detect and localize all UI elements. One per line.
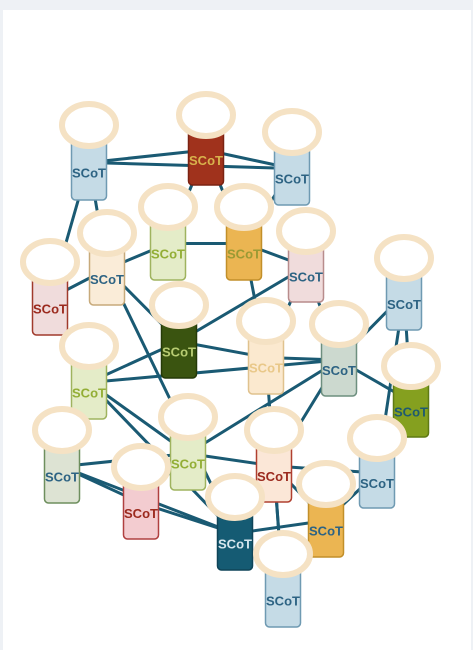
node-cap <box>111 443 171 491</box>
node-cap <box>32 406 92 454</box>
scot-node-10: SCoT <box>149 281 209 379</box>
scot-node-20: SCoT <box>205 473 265 571</box>
scot-node-16: SCoT <box>158 393 218 491</box>
node-cap <box>59 322 119 370</box>
node-label: SCoT <box>257 469 291 484</box>
node-cap <box>253 530 313 578</box>
node-cap <box>214 183 274 231</box>
scot-node-14: SCoT <box>381 342 441 438</box>
node-cap <box>138 183 198 231</box>
scot-node-2: SCoT <box>176 91 236 186</box>
node-cap <box>149 281 209 329</box>
node-cap <box>236 297 296 345</box>
node-label: SCoT <box>275 171 309 186</box>
scot-node-13: SCoT <box>309 300 369 397</box>
edge-n13-n16 <box>186 358 341 455</box>
node-cap <box>374 234 434 282</box>
node-cap <box>176 91 236 139</box>
scot-node-7: SCoT <box>276 207 336 303</box>
node-label: SCoT <box>322 363 356 378</box>
scot-node-6: SCoT <box>77 209 137 306</box>
node-cap <box>244 406 304 454</box>
node-label: SCoT <box>394 404 428 419</box>
scot-node-22: SCoT <box>253 530 313 628</box>
scot-node-5: SCoT <box>214 183 274 281</box>
node-label: SCoT <box>289 269 323 284</box>
node-cap <box>381 342 441 390</box>
node-label: SCoT <box>162 344 196 359</box>
node-cap <box>158 393 218 441</box>
node-label: SCoT <box>45 469 79 484</box>
node-label: SCoT <box>151 246 185 261</box>
node-cap <box>262 108 322 156</box>
scot-node-8: SCoT <box>20 238 80 336</box>
node-label: SCoT <box>387 297 421 312</box>
node-label: SCoT <box>124 506 158 521</box>
node-label: SCoT <box>360 476 394 491</box>
node-cap <box>59 101 119 149</box>
node-label: SCoT <box>249 360 283 375</box>
node-label: SCoT <box>171 456 205 471</box>
scot-node-1: SCoT <box>59 101 119 201</box>
scot-node-17: SCoT <box>244 406 304 503</box>
scot-node-11: SCoT <box>236 297 296 395</box>
node-label: SCoT <box>72 165 106 180</box>
scot-node-9: SCoT <box>374 234 434 331</box>
scot-node-3: SCoT <box>262 108 322 206</box>
node-label: SCoT <box>90 272 124 287</box>
scot-node-15: SCoT <box>32 406 92 504</box>
node-label: SCoT <box>189 153 223 168</box>
node-layer: SCoT SCoT SCoT SCoT SCoT SCoT SCoT SCoT SCoT SCoT… <box>20 91 441 628</box>
node-label: SCoT <box>227 246 261 261</box>
node-cap <box>296 460 356 508</box>
edge-n7-n10 <box>177 265 308 343</box>
node-cap <box>205 473 265 521</box>
node-cap <box>347 414 407 462</box>
edge-n12-n13 <box>87 358 341 384</box>
scot-node-12: SCoT <box>59 322 119 420</box>
scot-node-18: SCoT <box>347 414 407 509</box>
node-label: SCoT <box>72 385 106 400</box>
node-label: SCoT <box>309 523 343 538</box>
node-cap <box>20 238 80 286</box>
node-cap <box>276 207 336 255</box>
node-label: SCoT <box>33 301 67 316</box>
node-cap <box>77 209 137 257</box>
node-label: SCoT <box>266 593 300 608</box>
node-cap <box>309 300 369 348</box>
node-label: SCoT <box>218 536 252 551</box>
scot-node-21: SCoT <box>296 460 356 558</box>
edge-n1-n2 <box>87 148 208 164</box>
scot-node-4: SCoT <box>138 183 198 281</box>
scot-node-19: SCoT <box>111 443 171 540</box>
